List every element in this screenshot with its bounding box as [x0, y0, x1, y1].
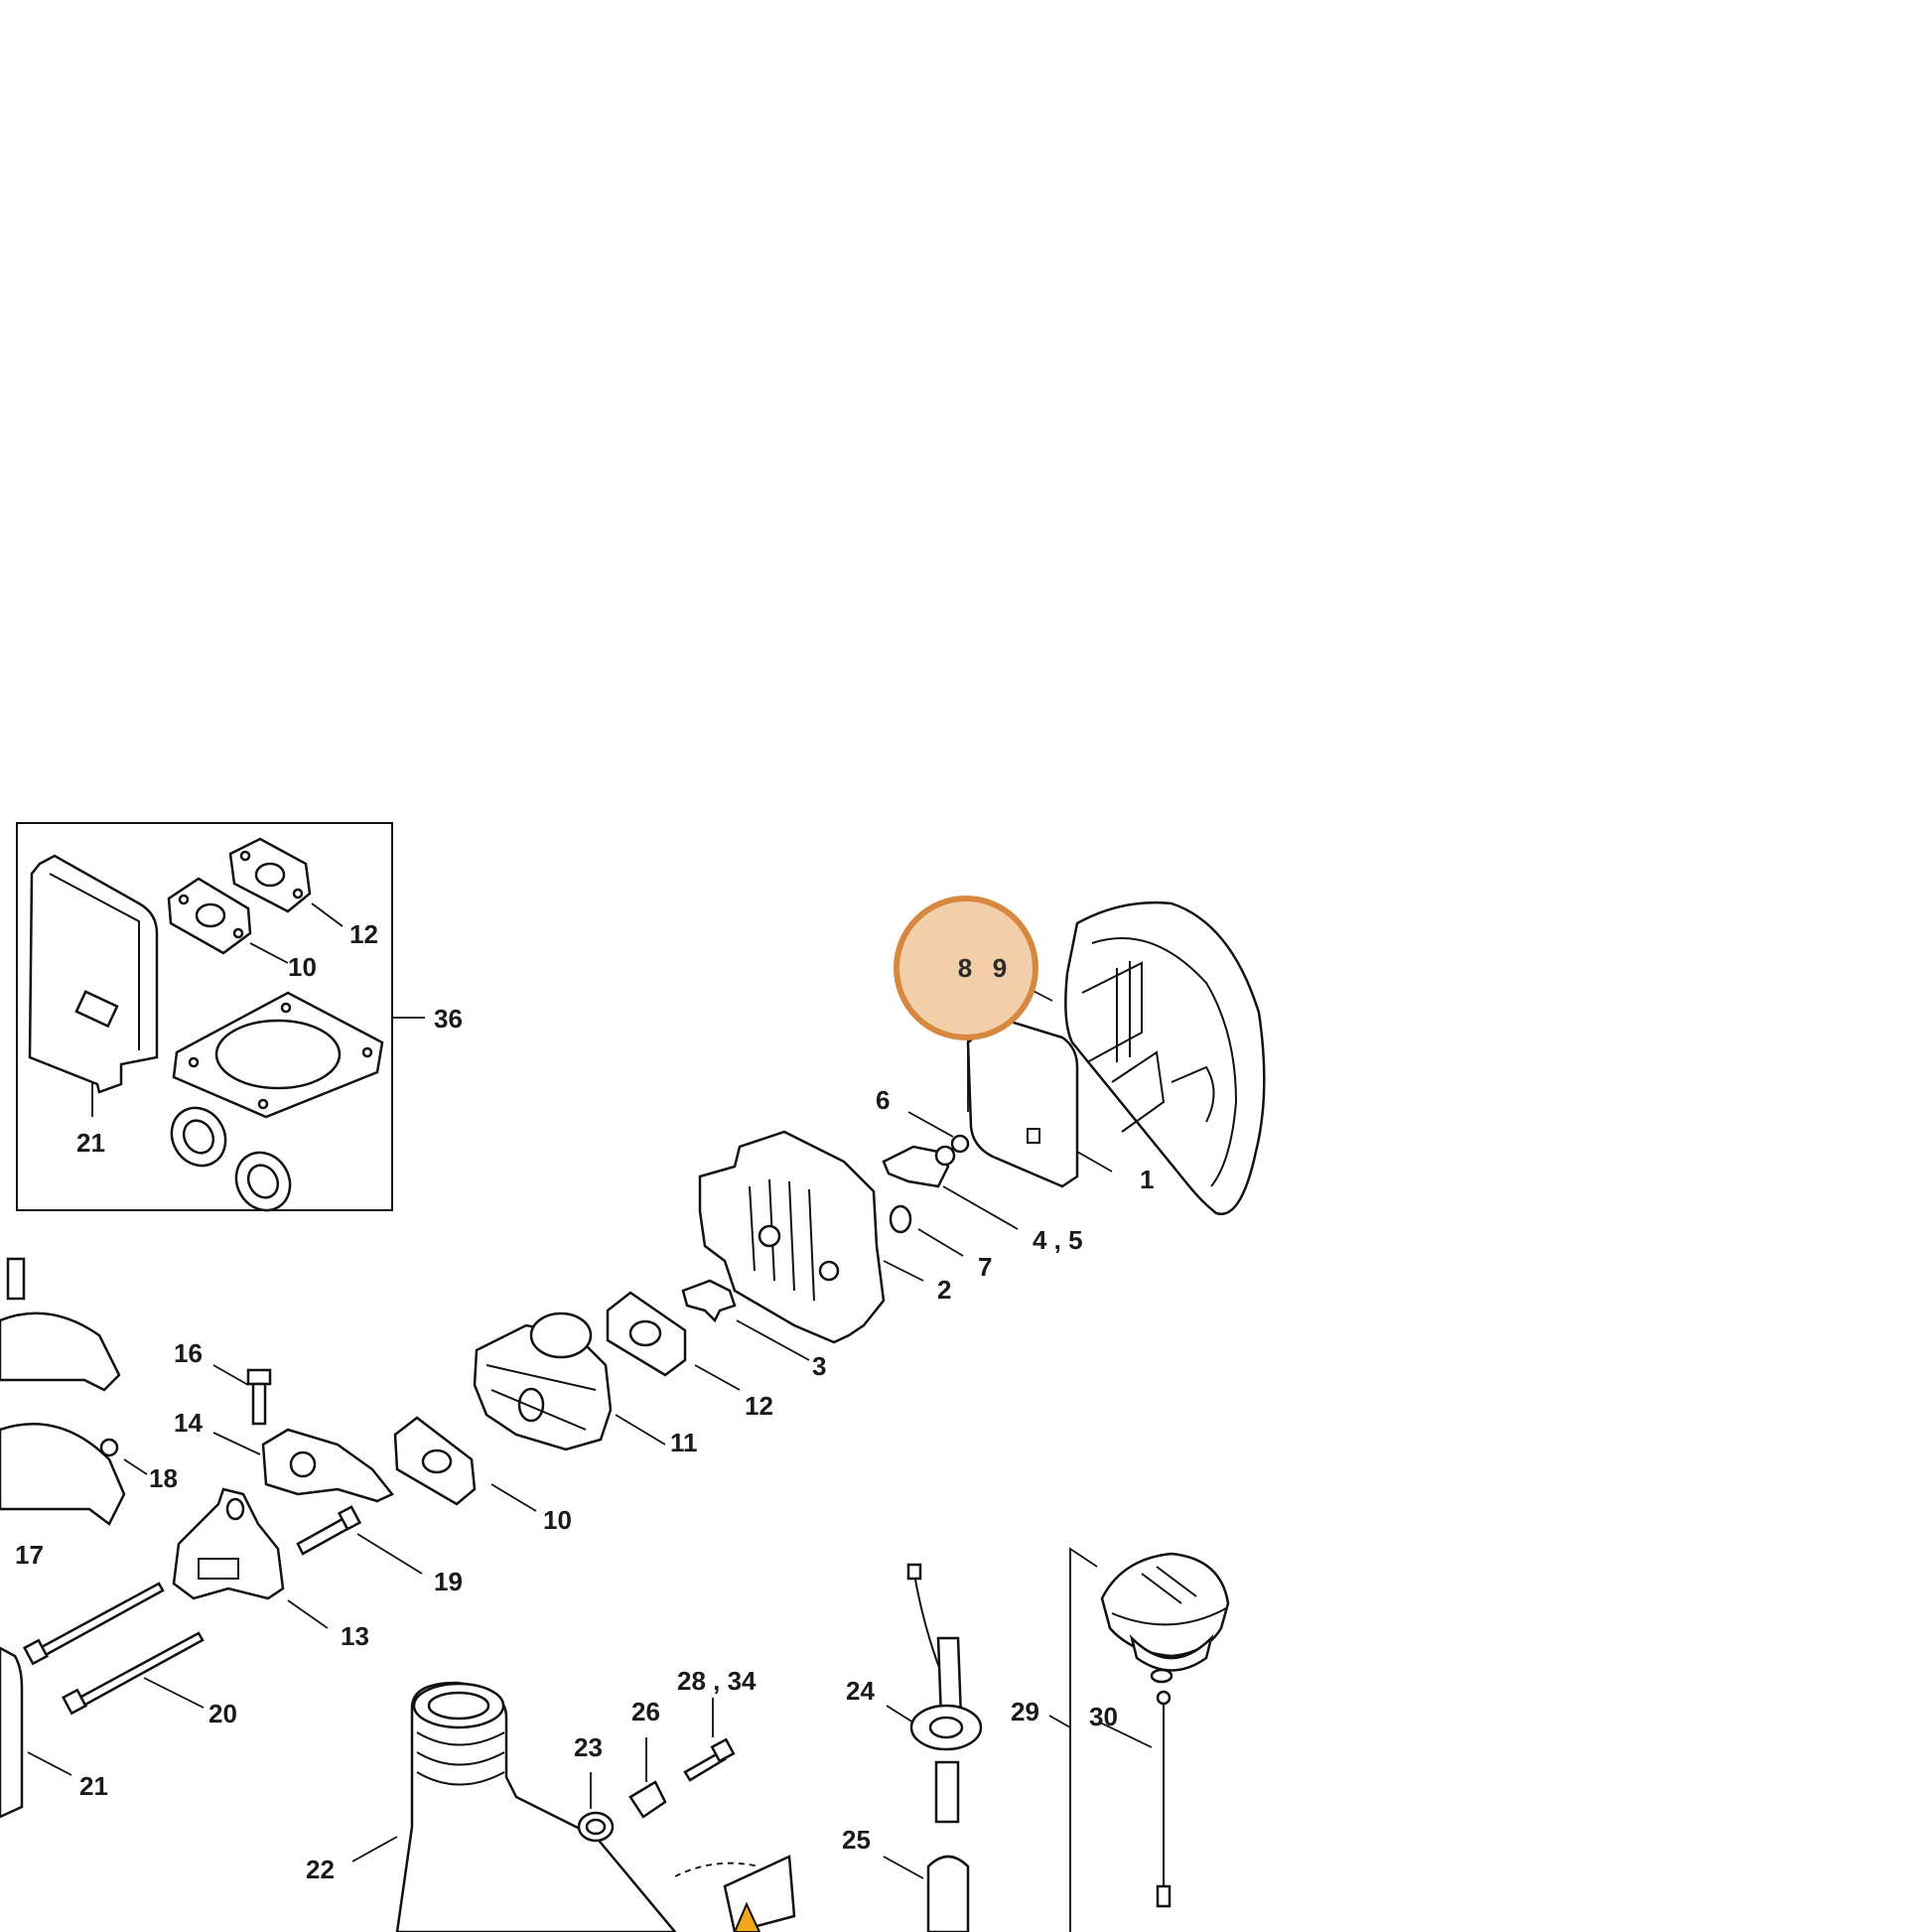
label-19[interactable]: 19: [434, 1567, 463, 1596]
carburetor: [473, 1311, 666, 1451]
label-13[interactable]: 13: [341, 1621, 369, 1651]
label-36[interactable]: 36: [434, 1004, 463, 1034]
label-18[interactable]: 18: [149, 1463, 178, 1493]
label-14[interactable]: 14: [174, 1408, 203, 1438]
gasket-10: [393, 1416, 537, 1512]
callout-9[interactable]: 9: [993, 953, 1007, 983]
fuel-hose-filter: [883, 1563, 983, 1932]
gasket-kit-inset: [16, 822, 425, 1212]
label-24[interactable]: 24: [846, 1676, 875, 1706]
fuel-cap: [1048, 1547, 1230, 1932]
intake-elbow: [212, 1428, 394, 1503]
label-25[interactable]: 25: [842, 1825, 871, 1855]
label-12-inset[interactable]: 12: [349, 919, 378, 949]
part-3: [681, 1279, 810, 1361]
flange-13: [172, 1487, 329, 1629]
label-16[interactable]: 16: [174, 1338, 203, 1368]
screw-19: [296, 1505, 423, 1575]
label-23[interactable]: 23: [574, 1732, 603, 1762]
fuel-tank: [351, 1681, 677, 1932]
screw-16: [212, 1364, 272, 1426]
gasket-12: [606, 1291, 741, 1391]
label-10-inset[interactable]: 10: [288, 952, 317, 982]
label-21-inset[interactable]: 21: [76, 1128, 105, 1158]
label-10[interactable]: 10: [543, 1505, 572, 1535]
label-12[interactable]: 12: [745, 1391, 773, 1421]
highlight-callout[interactable]: 8 9: [894, 896, 1038, 1040]
long-bolts: [23, 1582, 205, 1716]
warning-sticker: [674, 1855, 796, 1932]
label-2[interactable]: 2: [937, 1275, 951, 1305]
label-21[interactable]: 21: [79, 1771, 108, 1801]
air-filter-cover: [1064, 900, 1266, 1216]
label-28-34[interactable]: 28 , 34: [677, 1666, 757, 1696]
label-3[interactable]: 3: [812, 1351, 826, 1381]
label-20[interactable]: 20: [208, 1699, 237, 1728]
label-30[interactable]: 30: [1089, 1702, 1118, 1731]
label-26[interactable]: 26: [631, 1697, 660, 1726]
label-7[interactable]: 7: [978, 1252, 992, 1282]
label-6[interactable]: 6: [876, 1085, 890, 1115]
left-partial-parts: [0, 1257, 148, 1819]
carburetor-base: [698, 1130, 924, 1344]
callout-8[interactable]: 8: [958, 953, 972, 983]
small-parts: [882, 1111, 1019, 1257]
highlight-circle[interactable]: [894, 896, 1038, 1040]
label-29[interactable]: 29: [1011, 1697, 1039, 1726]
label-4-5[interactable]: 4 , 5: [1033, 1225, 1083, 1255]
tank-small-parts: [577, 1698, 736, 1843]
label-11[interactable]: 11: [670, 1428, 698, 1457]
label-1[interactable]: 1: [1140, 1165, 1154, 1194]
label-17[interactable]: 17: [15, 1540, 44, 1570]
part-number-labels: 1 2 3 4 , 5 6 7 10 10 11 12 12 13 14 16 …: [15, 919, 1154, 1884]
label-22[interactable]: 22: [306, 1855, 335, 1884]
